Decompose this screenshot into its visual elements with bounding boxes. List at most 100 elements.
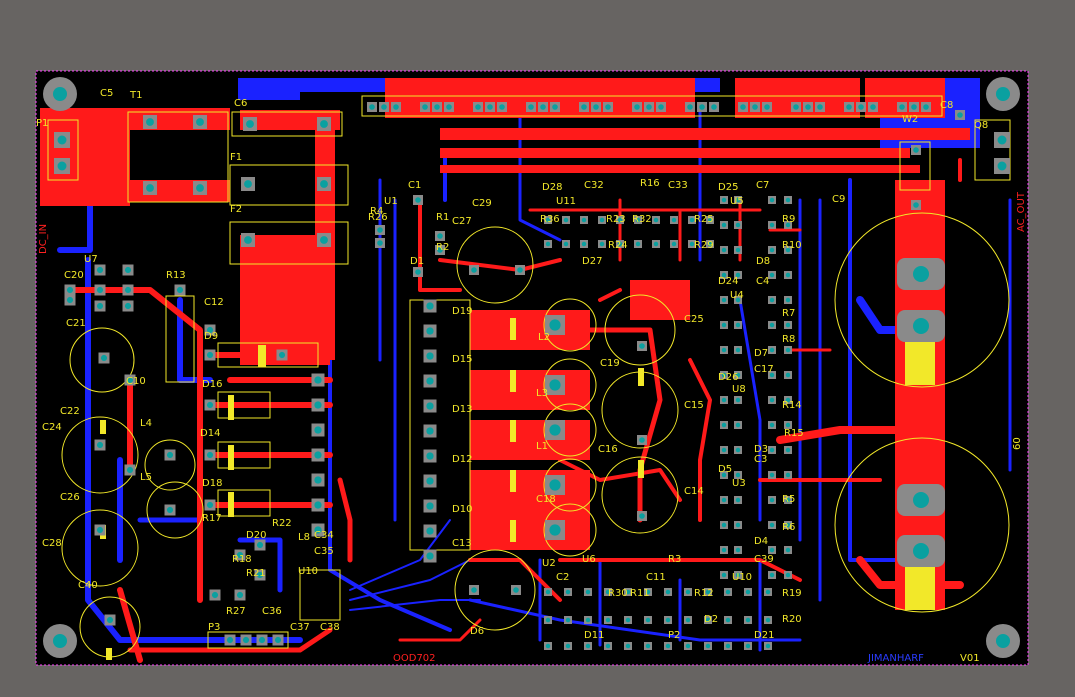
pad-hole xyxy=(634,104,640,110)
pad-hole xyxy=(320,120,328,128)
pad-hole xyxy=(226,636,234,644)
designator-c33: C33 xyxy=(668,180,688,191)
pad-hole xyxy=(769,322,775,328)
pad-hole xyxy=(437,233,443,239)
pad-hole xyxy=(549,524,561,536)
pad-hole xyxy=(415,197,421,203)
pad-hole xyxy=(785,272,791,278)
pad-hole xyxy=(617,217,623,223)
designator-c24: C24 xyxy=(42,422,62,433)
pad-hole xyxy=(769,522,775,528)
pad-hole xyxy=(475,104,481,110)
pad-hole xyxy=(689,217,695,223)
pad-hole xyxy=(721,272,727,278)
designator-u5: U5 xyxy=(730,196,744,207)
pad-hole xyxy=(769,272,775,278)
designator-d19: D19 xyxy=(452,306,472,317)
designator-d15: D15 xyxy=(452,354,472,365)
pad-hole xyxy=(585,617,591,623)
pad-hole xyxy=(653,217,659,223)
through-hole-pads xyxy=(54,102,1010,650)
pad-hole xyxy=(735,522,741,528)
designator-l2: L2 xyxy=(538,332,550,343)
pad-hole xyxy=(314,476,322,484)
pad-hole xyxy=(957,112,963,118)
pad-hole xyxy=(549,424,561,436)
designator-r17: R17 xyxy=(202,513,222,524)
designator-d4: D4 xyxy=(754,536,768,547)
designator-u4: U4 xyxy=(730,290,744,301)
pad-hole xyxy=(707,241,713,247)
pad-hole xyxy=(605,589,611,595)
designator-d11: D11 xyxy=(584,630,604,641)
pad-hole xyxy=(206,451,214,459)
pad-hole xyxy=(793,104,799,110)
designator-t1: T1 xyxy=(129,90,142,101)
pad-hole xyxy=(369,104,375,110)
pad-hole xyxy=(725,617,731,623)
designator-c15: C15 xyxy=(684,400,704,411)
pad-hole xyxy=(785,372,791,378)
pad-hole xyxy=(426,502,434,510)
designator-r15: R15 xyxy=(784,428,804,439)
pad-hole xyxy=(565,617,571,623)
designator-r36: R36 xyxy=(540,214,560,225)
pad-hole xyxy=(765,617,771,623)
pad-hole xyxy=(721,472,727,478)
pad-hole xyxy=(685,589,691,595)
pad-hole xyxy=(426,427,434,435)
pad-hole xyxy=(377,240,383,246)
pad-hole xyxy=(817,104,823,110)
pad-hole xyxy=(658,104,664,110)
pad-hole xyxy=(126,466,134,474)
mirrored-label: JIMANHARF xyxy=(867,653,924,664)
pad-hole xyxy=(246,120,254,128)
designator-c14: C14 xyxy=(684,486,704,497)
pad-hole xyxy=(549,379,561,391)
pad-hole xyxy=(585,589,591,595)
designator-d24: D24 xyxy=(718,276,738,287)
pad-hole xyxy=(721,547,727,553)
pad-hole xyxy=(764,104,770,110)
pad-hole xyxy=(415,269,421,275)
pad-hole xyxy=(671,241,677,247)
pad-hole xyxy=(645,617,651,623)
pad-hole xyxy=(426,377,434,385)
designator-c18: C18 xyxy=(536,494,556,505)
designator-c34: C34 xyxy=(314,530,334,541)
pad-hole xyxy=(625,643,631,649)
pad-hole xyxy=(721,322,727,328)
top-copper-traces xyxy=(67,158,964,663)
pad-hole xyxy=(206,326,214,334)
designator-c37: C37 xyxy=(290,622,310,633)
pad-hole xyxy=(735,447,741,453)
pad-hole xyxy=(735,197,741,203)
designator-d25: D25 xyxy=(718,182,738,193)
designator-d5: D5 xyxy=(718,464,732,475)
pad-hole xyxy=(563,217,569,223)
pad-hole xyxy=(769,372,775,378)
pad-hole xyxy=(471,267,477,273)
pad-hole xyxy=(769,472,775,478)
designator-c40: C40 xyxy=(78,580,98,591)
pad-hole xyxy=(785,572,791,578)
pad-hole xyxy=(393,104,399,110)
board-text: DC_IN AC_OUT OOD702 JIMANHARF V01 60 xyxy=(38,191,1027,664)
pad-hole xyxy=(785,497,791,503)
pad-hole xyxy=(381,104,387,110)
pad-hole xyxy=(735,222,741,228)
designator-l8: L8 xyxy=(298,532,310,543)
designator-u7: U7 xyxy=(84,254,98,265)
designator-d26: D26 xyxy=(718,372,738,383)
designator-l5: L5 xyxy=(140,472,152,483)
pad-hole xyxy=(545,241,551,247)
designator-r13: R13 xyxy=(166,270,186,281)
pad-hole xyxy=(426,552,434,560)
pad-hole xyxy=(426,352,434,360)
pad-hole xyxy=(499,104,505,110)
designator-r22: R22 xyxy=(272,518,292,529)
pad-hole xyxy=(211,591,219,599)
designator-c10: C10 xyxy=(126,376,146,387)
pad-hole xyxy=(581,104,587,110)
